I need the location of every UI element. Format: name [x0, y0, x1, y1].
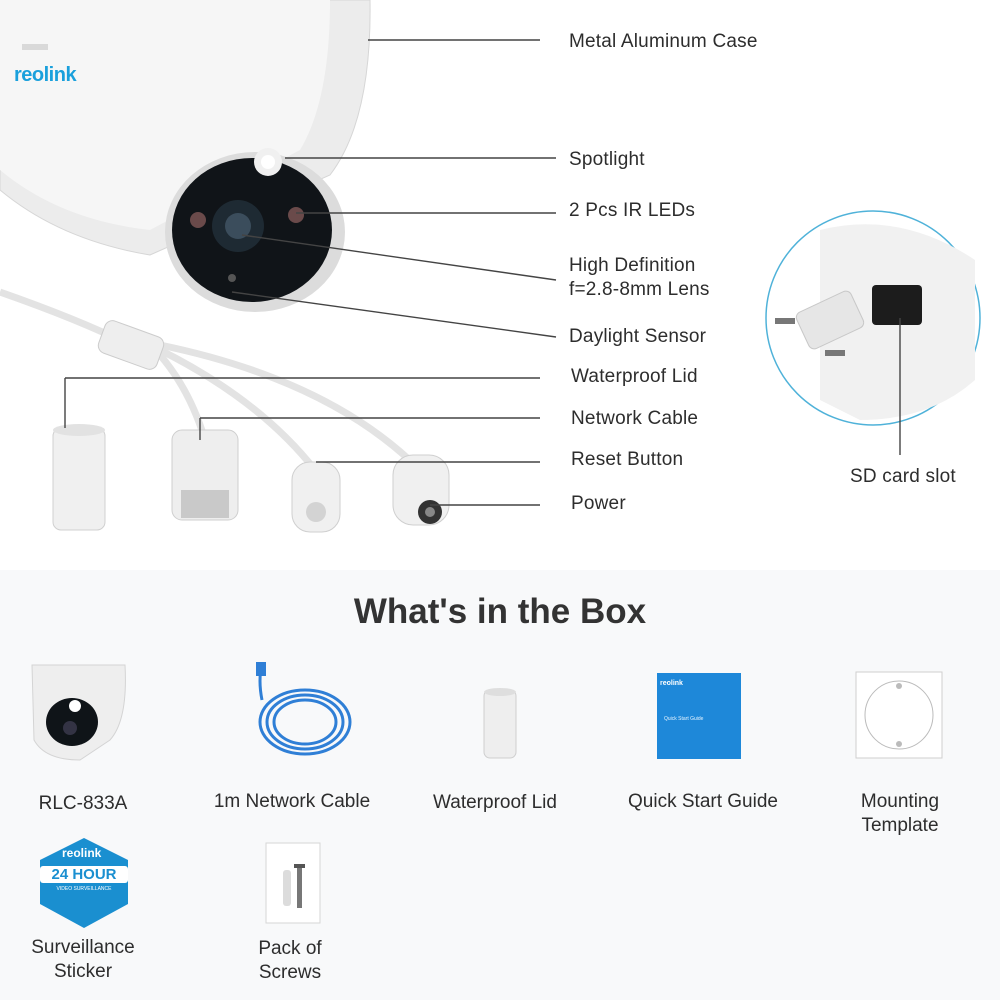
box-item-label: Quick Start Guide [628, 791, 778, 812]
ir-led-left-icon [190, 212, 206, 228]
box-item-label: Pack of Screws [258, 938, 322, 983]
daylight-sensor-icon [228, 274, 236, 282]
callout-spotlight: Spotlight [569, 149, 645, 170]
sd-card-inset [765, 210, 981, 426]
box-item-label: RLC-833A [38, 793, 128, 814]
sd-slot-icon [872, 285, 922, 325]
guide-brand-text: reolink [660, 680, 683, 687]
guide-icon [657, 673, 741, 759]
sticker-hour-text: 24 HOUR [40, 866, 128, 883]
waterproof-lid-icon [483, 688, 517, 759]
callout-reset-button: Reset Button [571, 449, 684, 470]
callout-metal-case: Metal Aluminum Case [569, 31, 758, 52]
sticker-sub-text: VIDEO SURVEILLANCE [56, 886, 112, 892]
camera-illustration [0, 0, 371, 312]
leader-lines [64, 39, 901, 506]
camera-icon [31, 664, 126, 761]
callout-network-cable: Network Cable [571, 408, 699, 429]
callout-waterproof-lid: Waterproof Lid [571, 366, 698, 387]
box-item-label: Waterproof Lid [433, 792, 557, 813]
callout-power: Power [571, 493, 626, 514]
callout-lens: High Definition f=2.8-8mm Lens [569, 255, 710, 300]
callout-sd-slot: SD card slot [850, 466, 956, 487]
box-item-label: Surveillance Sticker [31, 937, 135, 982]
brand-logo: reolink [14, 64, 77, 86]
sticker-icon [40, 838, 128, 928]
callout-daylight-sensor: Daylight Sensor [569, 326, 707, 347]
guide-title-text: Quick Start Guide [664, 716, 704, 722]
network-cable-icon [258, 663, 352, 756]
screw-icon [775, 318, 795, 324]
waterproof-lid-part [52, 427, 106, 531]
mounting-template-icon [855, 671, 943, 759]
cable-splitter [97, 320, 165, 370]
ir-led-right-icon [288, 207, 304, 223]
box-item-label: 1m Network Cable [213, 791, 371, 812]
box-item-label: Mounting Template [860, 791, 940, 836]
box-title: What's in the Box [353, 592, 647, 631]
callout-ir-leds: 2 Pcs IR LEDs [569, 200, 696, 221]
sticker-brand-text: reolink [62, 846, 102, 860]
screws-icon [265, 842, 321, 924]
box-contents-area [0, 570, 1000, 1000]
